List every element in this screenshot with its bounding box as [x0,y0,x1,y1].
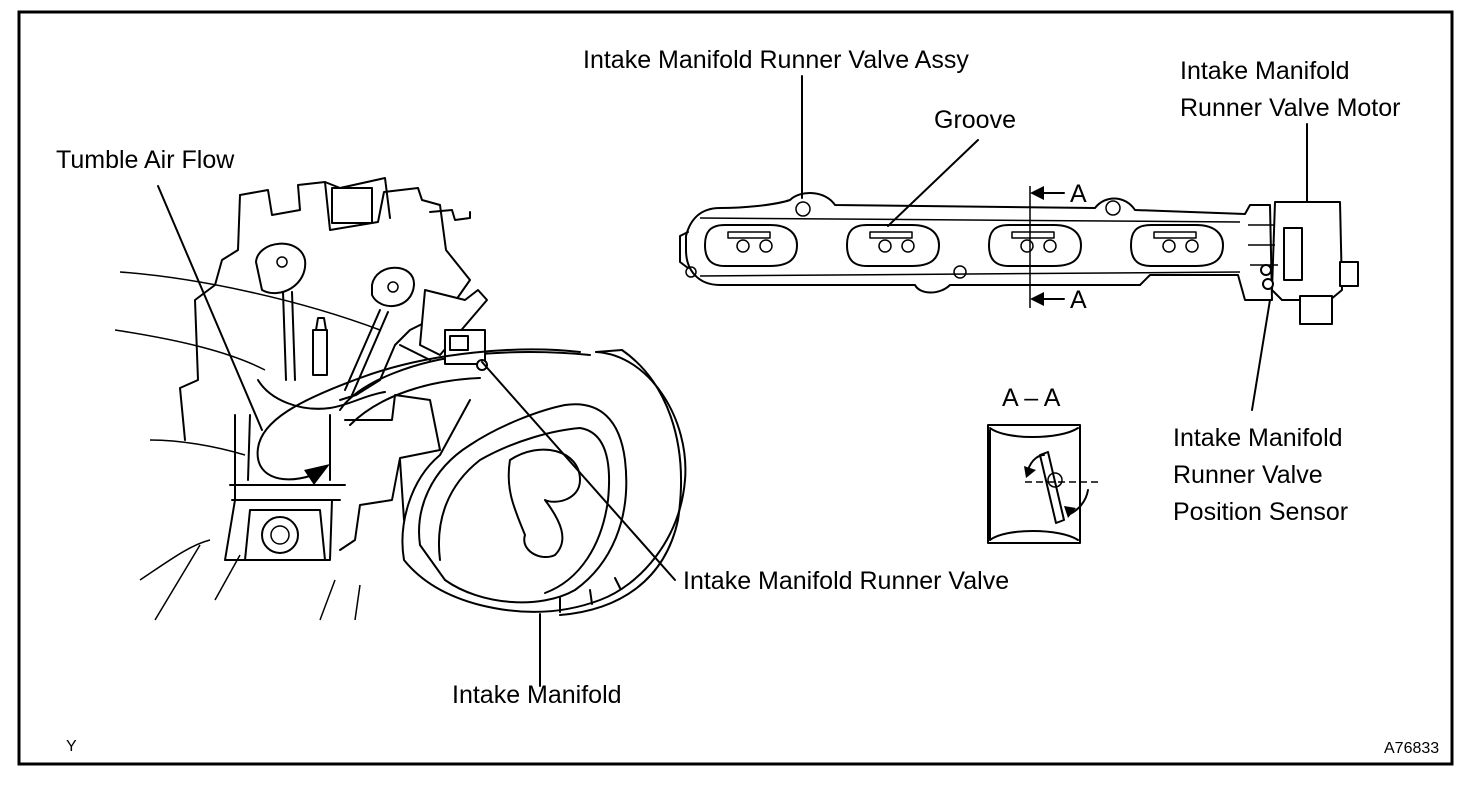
section-mark-top: A [1070,180,1087,208]
corner-code: Y [66,738,77,755]
labels: Tumble Air Flow Intake Manifold Runner V… [56,46,1439,757]
section-mark-bottom: A [1070,286,1087,314]
figure-border [17,10,1454,766]
label-tumble-air-flow: Tumble Air Flow [56,146,235,174]
label-runner-valve: Intake Manifold Runner Valve [683,567,1009,595]
port-4 [1130,224,1224,267]
leader-lines [157,75,1308,687]
label-sensor-line3: Position Sensor [1173,498,1348,526]
port-2 [846,224,940,267]
port-1 [704,224,798,267]
label-groove: Groove [934,106,1016,134]
figure-id: A76833 [1384,740,1439,757]
runner-valve-motor [1248,201,1359,325]
section-title: A – A [1002,384,1061,412]
label-motor-line2: Runner Valve Motor [1180,94,1400,122]
engine-cross-section [114,177,687,621]
tumble-air-flow-path [256,348,581,481]
runner-valve-assy-drawing [679,186,1359,325]
section-a-a-detail [987,424,1100,544]
tumble-arrow-head [304,464,330,485]
label-motor-line1: Intake Manifold [1180,57,1350,85]
label-sensor-line1: Intake Manifold [1173,424,1343,452]
label-intake-manifold: Intake Manifold [452,681,622,709]
port-3 [988,224,1082,267]
label-runner-valve-assy: Intake Manifold Runner Valve Assy [583,46,969,74]
label-sensor-line2: Runner Valve [1173,461,1323,489]
